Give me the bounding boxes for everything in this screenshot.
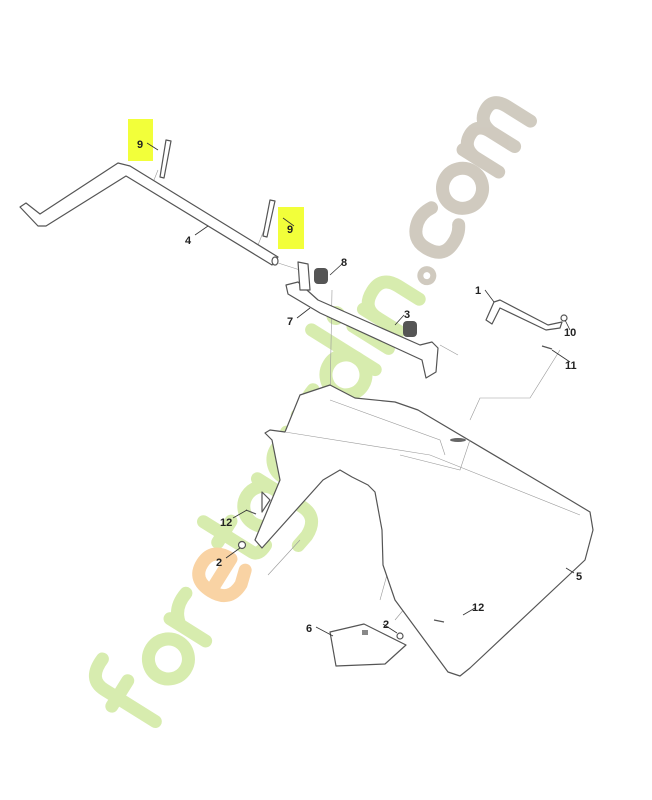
watermark-orange-letter: [192, 547, 252, 603]
callout-2a: 2: [216, 557, 222, 569]
callout-12b: 12: [472, 602, 484, 614]
callout-8: 8: [341, 257, 347, 269]
part-5-hood: [254, 384, 594, 677]
part-12a-screw: [245, 509, 257, 515]
callout-3: 3: [404, 309, 410, 321]
part-4-rod: [19, 162, 279, 266]
leader-lines: [146, 142, 575, 637]
part-12b-screw: [433, 619, 445, 623]
part-10-nut: [560, 314, 568, 322]
callout-9a: 9: [137, 139, 143, 151]
part-2b-bushing: [396, 632, 404, 640]
callout-10: 10: [564, 327, 576, 339]
highlight-9b: [278, 207, 304, 249]
part-9-pins: [159, 139, 276, 238]
part-3-spring: [403, 321, 417, 337]
callout-1: 1: [475, 285, 481, 297]
callout-6: 6: [306, 623, 312, 635]
part-6-cover: [329, 623, 407, 667]
highlight-9a: [128, 119, 153, 161]
part-6-knob: [362, 630, 368, 635]
springs: [314, 268, 417, 337]
watermark-grey-lettering: [409, 96, 537, 286]
callout-labels: 9 9 4 8 7 3 1 10 11 12 2 5 12 2 6: [137, 139, 582, 635]
part-7-bar: [285, 261, 439, 379]
part-1-lever: [485, 299, 563, 331]
callout-7: 7: [287, 316, 293, 328]
part-2a-bushing: [237, 540, 247, 550]
part-8-spring: [314, 268, 328, 284]
callout-12a: 12: [220, 517, 232, 529]
callout-5: 5: [576, 571, 582, 583]
callout-2b: 2: [383, 619, 389, 631]
callout-4: 4: [185, 235, 192, 247]
callout-9b: 9: [287, 224, 293, 236]
part-11-pin: [541, 345, 553, 350]
callout-11: 11: [565, 360, 577, 372]
